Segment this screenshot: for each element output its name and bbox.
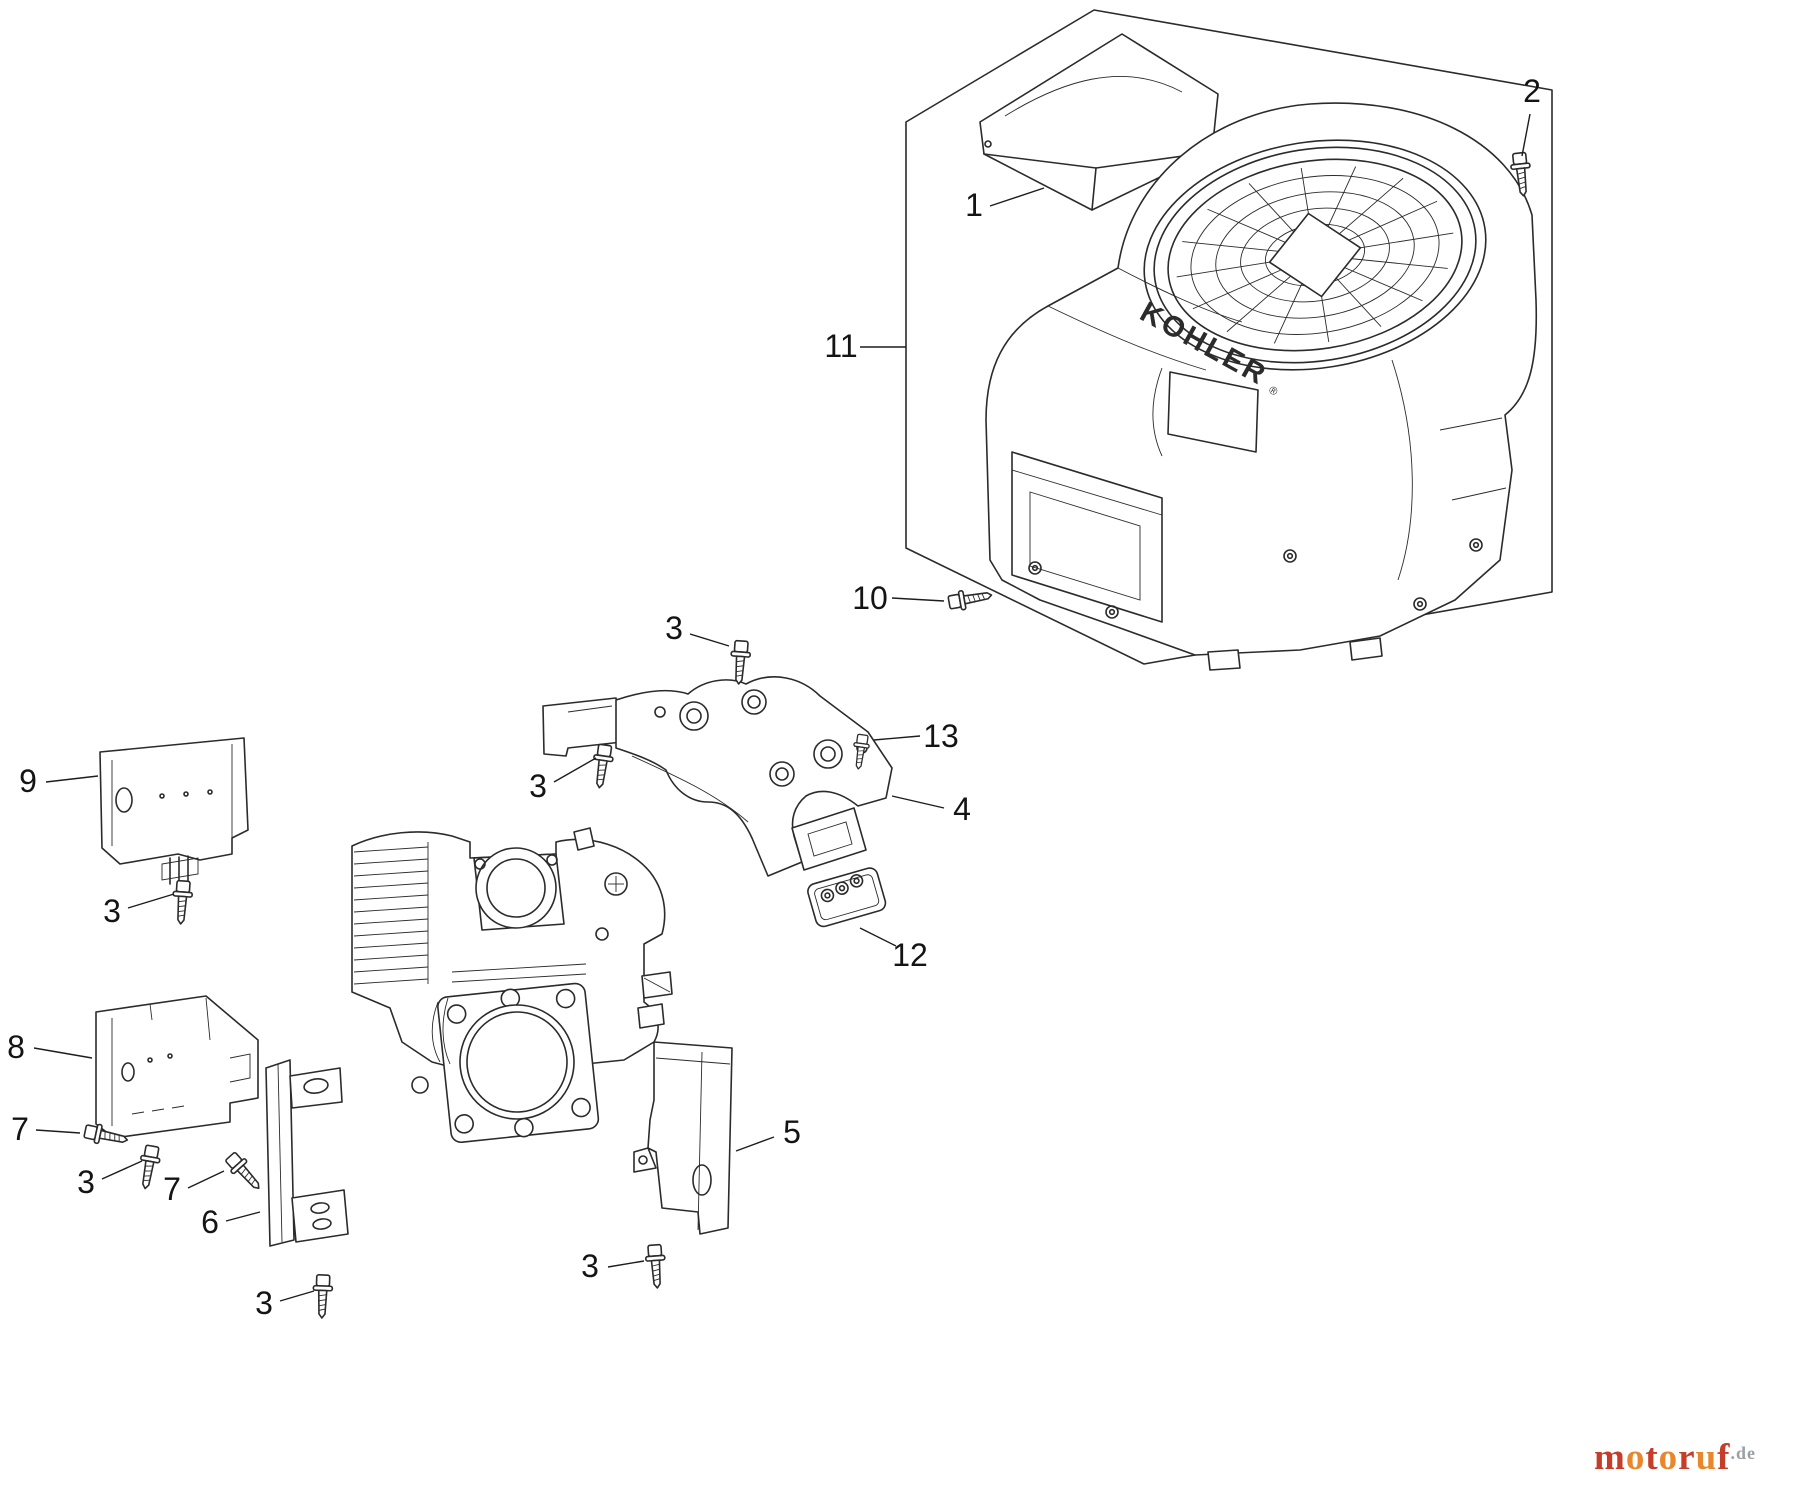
watermark-letter: f	[1717, 1437, 1731, 1478]
part-6-bracket	[265, 1059, 349, 1247]
callout-3-bracket6: 3	[255, 1285, 273, 1321]
callout-6: 6	[201, 1204, 219, 1240]
leader-lines	[33, 113, 1531, 1302]
callout-3-bracket5: 3	[581, 1248, 599, 1284]
motoruf-watermark-link[interactable]: motoruf.de	[1594, 1436, 1756, 1479]
watermark-letter: t	[1645, 1437, 1659, 1478]
leader-13	[873, 735, 921, 741]
engine-assembly	[351, 827, 673, 1144]
screw-10	[946, 584, 994, 613]
leader-4	[891, 795, 945, 809]
callout-10: 10	[852, 580, 888, 616]
callout-3-baffle4: 3	[529, 768, 547, 804]
housing-upper-opening	[1167, 371, 1259, 453]
housing-screw-bosses	[1028, 538, 1483, 619]
watermark-suffix: .de	[1730, 1443, 1756, 1463]
leader-3-baffle4	[553, 757, 597, 783]
callout-13: 13	[923, 718, 959, 754]
callout-3-baffle8: 3	[77, 1164, 95, 1200]
leader-3-baffle8	[101, 1160, 143, 1180]
callout-2: 2	[1523, 73, 1541, 109]
leader-9	[45, 775, 99, 783]
grille-diamond	[1268, 212, 1362, 298]
callout-9: 9	[19, 763, 37, 799]
leader-1	[989, 187, 1045, 207]
callout-7-right: 7	[163, 1171, 181, 1207]
housing-mounting-tabs	[1207, 637, 1383, 671]
housing-front-recess	[1011, 451, 1163, 623]
part-11-blower-housing: KOHLER ®	[985, 102, 1538, 671]
screw-3-bracket5	[644, 1243, 668, 1290]
part-5-bracket	[633, 1041, 733, 1235]
watermark-letter: o	[1658, 1437, 1679, 1478]
crankcase-bosses	[573, 827, 673, 1029]
screw-3-top	[728, 639, 752, 686]
leader-2	[1521, 113, 1531, 157]
callout-3-top: 3	[665, 610, 683, 646]
screw-7-right	[222, 1149, 267, 1196]
leader-6	[225, 1211, 261, 1222]
intake-boss	[473, 847, 565, 931]
frame-box	[905, 9, 1553, 665]
callout-12: 12	[892, 937, 928, 973]
part-4-baffle	[542, 676, 893, 877]
leader-3-bracket9	[127, 893, 175, 909]
part-8-baffle	[95, 995, 259, 1139]
screw-3-baffle8	[134, 1143, 163, 1191]
part-1-cover-panel	[979, 33, 1219, 211]
watermark-letter: o	[1625, 1437, 1646, 1478]
part-9-bracket	[99, 737, 249, 887]
leader-8	[33, 1047, 93, 1059]
screw-3-bracket9	[170, 879, 194, 926]
leader-10	[891, 597, 945, 602]
baffle-grommets	[654, 689, 868, 787]
callout-7-left: 7	[11, 1111, 29, 1147]
callout-4: 4	[953, 791, 971, 827]
part-12-module	[807, 867, 887, 928]
callout-5: 5	[783, 1114, 801, 1150]
callout-11: 11	[824, 328, 857, 364]
leader-5	[735, 1136, 775, 1152]
callout-3-bracket9: 3	[103, 893, 121, 929]
leader-3-bracket6	[279, 1290, 315, 1302]
cylinder-flange	[437, 982, 600, 1144]
callout-labels: 1 2 11 10 3 13 4 3 12 9 3 8 7 3 7 6 3 5 …	[7, 73, 1541, 1321]
callout-1: 1	[965, 187, 983, 223]
leader-3-top	[689, 633, 730, 647]
cylinder-fins	[353, 842, 429, 985]
grille-mesh	[1176, 166, 1454, 344]
callout-8: 8	[7, 1029, 25, 1065]
leader-12	[859, 927, 897, 947]
watermark-letter: m	[1594, 1437, 1626, 1478]
screw-3-bracket6	[311, 1273, 334, 1320]
leader-3-bracket5	[607, 1260, 645, 1268]
screw-3-baffle4	[589, 742, 616, 790]
leader-7-left	[35, 1129, 81, 1134]
watermark-letter: u	[1695, 1437, 1718, 1478]
leader-7-right	[187, 1170, 225, 1189]
watermark-letter: r	[1678, 1437, 1696, 1478]
